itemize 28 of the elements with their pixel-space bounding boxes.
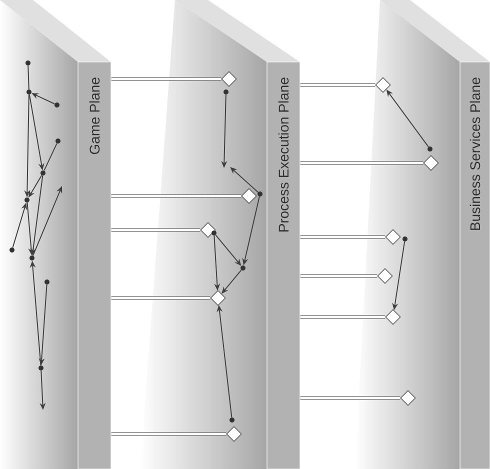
connection-diamond: [221, 71, 237, 87]
connection-diamond: [377, 268, 393, 284]
connection-diamond: [200, 222, 216, 238]
connector-line: [111, 228, 200, 232]
connector-line: [111, 296, 210, 300]
connection-diamond: [375, 77, 391, 93]
connector-line: [300, 161, 424, 165]
connector-line: [300, 83, 376, 87]
plane-slab: Process Execution Plane: [175, 0, 300, 469]
line: [28, 65, 30, 90]
connection-diamond: [423, 155, 439, 171]
connector-line: [300, 274, 378, 278]
connection-diamond: [400, 390, 416, 406]
connection-diamond: [210, 290, 226, 306]
connector-line: [300, 315, 386, 319]
plane-slab: Business Services Plane: [380, 0, 490, 469]
connector-line: [111, 194, 242, 198]
connection-diamond: [385, 309, 401, 325]
connector-line: [300, 396, 400, 400]
connection-diamond: [226, 426, 242, 442]
arrow: [230, 167, 258, 193]
connector-line: [111, 77, 222, 81]
line: [44, 142, 58, 172]
connector-line: [111, 432, 226, 436]
connection-diamond: [385, 229, 401, 245]
plane-slab: Game Plane: [0, 0, 112, 469]
connection-diamond: [241, 188, 257, 204]
connector-line: [300, 235, 386, 239]
